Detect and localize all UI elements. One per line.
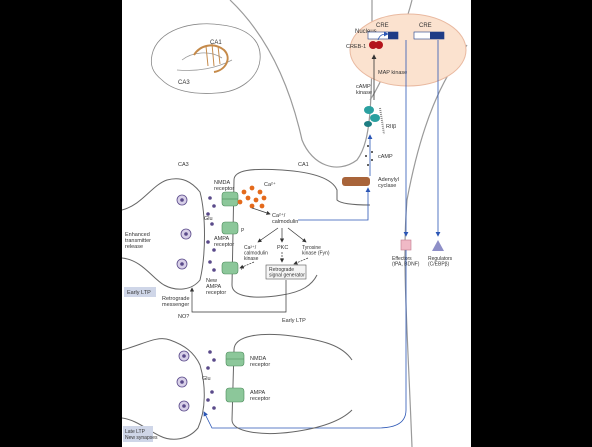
diagram-panel: CA1 CA3 Nucleus CRE CRE CREB-1 [122, 0, 471, 447]
arrow-retrograde [189, 280, 287, 313]
ampa-receptor-early [221, 221, 239, 235]
retrograde-generator-box [265, 264, 307, 280]
postsynaptic-spine-early [231, 168, 371, 298]
label-no: NO? [178, 314, 189, 320]
label-early-ltp-box: Early LTP [127, 290, 151, 296]
arrow-camkii-to-ampa [239, 261, 255, 269]
nmda-receptor-late [225, 351, 245, 367]
creb1-dimer [369, 41, 383, 49]
label-early-ltp: Early LTP [282, 318, 306, 324]
vesicles-early [176, 194, 192, 270]
label-map-kinase: MAP kinase [378, 70, 407, 76]
label-glu-bottom: Glu [202, 376, 211, 382]
label-ca2plus: Ca²⁺ [264, 181, 276, 188]
ampa-receptor-late [225, 387, 245, 403]
label-nucleus: Nucleus [355, 29, 377, 35]
adenylyl-cyclase [342, 177, 370, 186]
arrow-to-late-synapse [203, 250, 407, 429]
label-ca3-mid: CA3 [178, 162, 189, 168]
postsynaptic-spine-late [231, 333, 353, 434]
nucleus [349, 13, 467, 87]
early-ltp-box [124, 287, 156, 297]
arrow-calmodulin-to-cyclase [298, 187, 371, 221]
arrow-ca-to-calmodulin [251, 207, 271, 215]
dna-right [413, 31, 445, 40]
new-ampa-receptor [221, 261, 239, 275]
label-cre-right: CRE [419, 23, 432, 29]
camp-kinase-shape [364, 106, 380, 127]
ltp-diagram: CA1 CA3 Nucleus CRE CRE CREB-1 [122, 0, 468, 447]
effectors-marker [400, 239, 412, 251]
vesicles-late [176, 350, 190, 412]
label-ca1-top: CA1 [210, 40, 222, 46]
dna-left [367, 31, 399, 40]
arrow-to-fyn [287, 227, 307, 243]
right-cell-outline [404, 44, 468, 447]
label-creb1: CREB-1 [346, 44, 366, 50]
label-ca-calmodulin: Ca²⁺/calmodulin [272, 212, 298, 225]
calcium-ions [237, 185, 267, 209]
presynaptic-terminal-late [122, 338, 205, 440]
arrow-fyn-to-retro [293, 257, 309, 265]
label-camp: cAMP [378, 154, 393, 160]
presynaptic-terminal-early [122, 178, 205, 290]
arrow-creb-to-cre [377, 31, 389, 41]
camp-molecules [365, 145, 373, 166]
label-glu-top: Glu [204, 216, 213, 222]
label-cre-left: CRE [376, 23, 389, 29]
arrow-to-camkii [257, 227, 279, 243]
riib-regulatory [379, 107, 385, 135]
label-ca3-top: CA3 [178, 80, 190, 86]
brain-sketch [150, 23, 261, 94]
label-ca1-mid: CA1 [298, 162, 309, 168]
glutamate-early [206, 196, 216, 272]
phospho-label-1: P [241, 228, 245, 234]
label-regulators: Regulators(C/EBPβ) [428, 256, 453, 268]
nmda-receptor-early [221, 191, 239, 207]
glutamate-late [206, 350, 216, 410]
late-ltp-box [123, 426, 153, 442]
postsynaptic-neuron-outline [229, 0, 373, 168]
label-pkc: PKC [277, 245, 288, 251]
regulators-marker [432, 240, 444, 251]
label-rii-beta: RIIβ [386, 124, 396, 130]
phospho-label-2: P [241, 266, 245, 272]
